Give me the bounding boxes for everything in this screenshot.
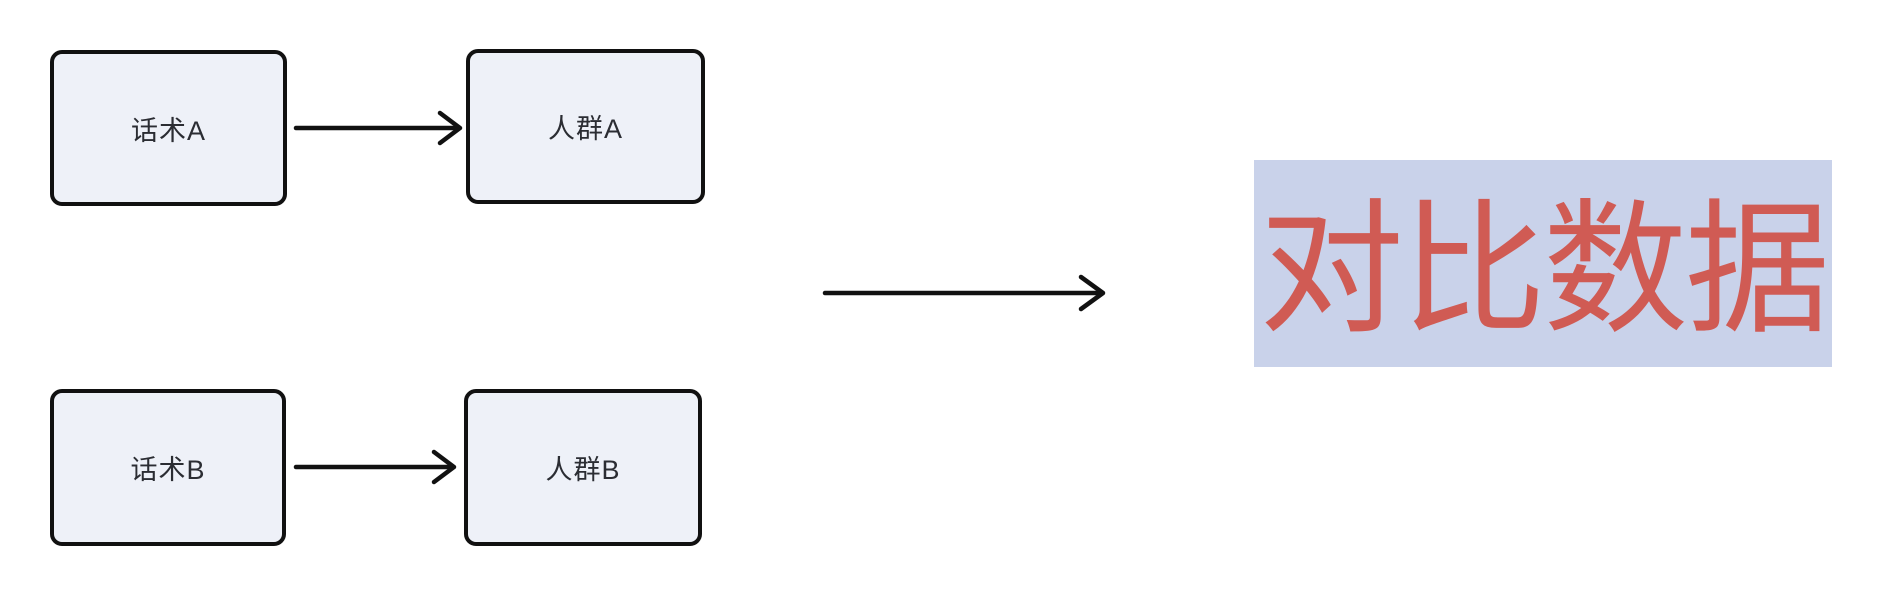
node-audience-b[interactable]: 人群B [464,389,702,546]
node-script-b-label: 话术B [130,455,206,485]
node-audience-a[interactable]: 人群A [466,49,705,204]
arrow-b-icon[interactable] [293,447,460,487]
node-audience-b-label: 人群B [545,455,621,485]
node-script-b[interactable]: 话术B [50,389,286,546]
arrow-a-icon[interactable] [293,108,466,148]
result-label: 对比数据 [1259,189,1830,351]
result-highlight-box[interactable]: 对比数据 [1254,160,1832,367]
node-script-a-label: 话术A [130,115,206,146]
node-script-a[interactable]: 话术A [50,50,287,206]
node-audience-a-label: 人群A [547,114,623,144]
arrow-result-icon[interactable] [822,273,1109,313]
